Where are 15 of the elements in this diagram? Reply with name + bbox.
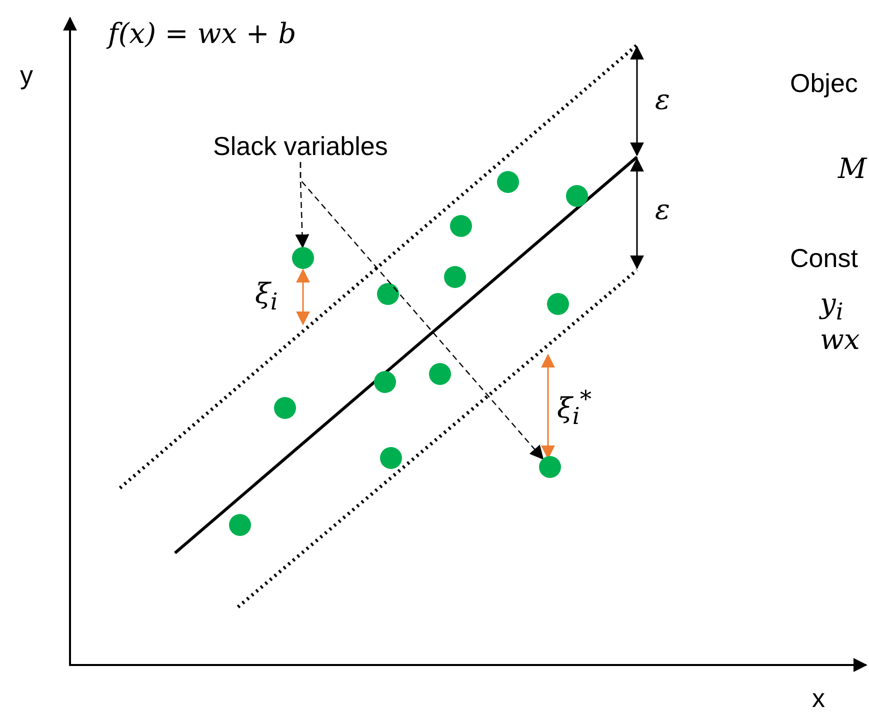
annotation-text: Slack variables [213,133,388,159]
axis-label: x [812,685,825,711]
constraint-text: Const [790,245,858,271]
leader-line [300,162,544,460]
formula-text: M [838,155,867,183]
epsilon-label: ε [655,196,670,224]
objective-text: Objec [790,70,858,96]
formula-text: y$_{i}$ [820,290,844,324]
epsilon-label: ε [655,86,670,114]
formula-text: wx [820,326,860,354]
data-point [292,247,314,269]
slack-label: ξ$_{i}$ [255,280,278,314]
axis-label: y [20,62,33,88]
data-point [539,456,561,478]
function-formula: f(x) = wx + b [108,20,296,48]
